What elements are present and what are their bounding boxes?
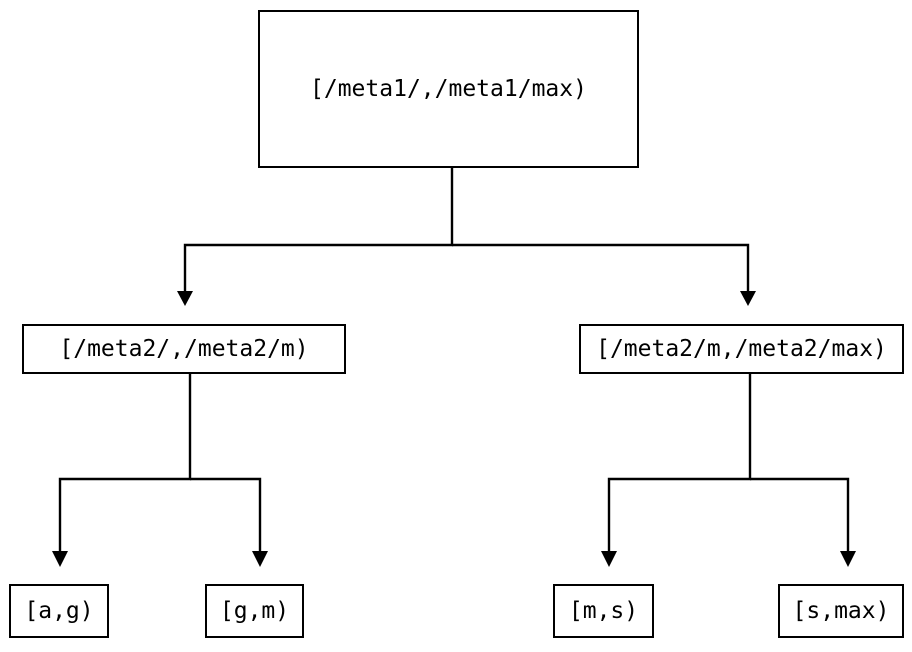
node-mid-right[interactable]: [/meta2/m,/meta2/max) bbox=[579, 324, 904, 374]
node-leaf-m-s[interactable]: [m,s) bbox=[553, 584, 654, 638]
node-root-label: [/meta1/,/meta1/max) bbox=[310, 75, 587, 102]
arrowhead-mid-left-to-leaf-a-g bbox=[52, 551, 68, 567]
arrowhead-mid-right-to-leaf-s-max bbox=[840, 551, 856, 567]
edge-root-to-mid-left bbox=[183, 168, 454, 292]
arrowhead-mid-right-to-leaf-m-s bbox=[601, 551, 617, 567]
node-leaf-s-max[interactable]: [s,max) bbox=[778, 584, 904, 638]
edge-mid-left-to-leaf-g-m bbox=[190, 477, 262, 552]
node-leaf-g-m[interactable]: [g,m) bbox=[205, 584, 304, 638]
node-leaf-g-m-label: [g,m) bbox=[219, 597, 290, 624]
node-leaf-s-max-label: [s,max) bbox=[792, 597, 890, 624]
node-leaf-m-s-label: [m,s) bbox=[568, 597, 639, 624]
node-mid-left-label: [/meta2/,/meta2/m) bbox=[59, 335, 309, 362]
edge-mid-left-to-leaf-a-g bbox=[58, 374, 192, 552]
node-mid-left[interactable]: [/meta2/,/meta2/m) bbox=[22, 324, 346, 374]
node-leaf-a-g[interactable]: [a,g) bbox=[9, 584, 109, 638]
node-leaf-a-g-label: [a,g) bbox=[24, 597, 94, 624]
arrowhead-root-to-mid-left bbox=[177, 291, 193, 306]
node-root[interactable]: [/meta1/,/meta1/max) bbox=[258, 10, 639, 168]
node-mid-right-label: [/meta2/m,/meta2/max) bbox=[596, 335, 887, 362]
edge-mid-right-to-leaf-s-max bbox=[750, 477, 850, 552]
edge-root-to-mid-right bbox=[452, 243, 750, 292]
arrowhead-mid-left-to-leaf-g-m bbox=[252, 551, 268, 567]
edge-mid-right-to-leaf-m-s bbox=[607, 374, 752, 552]
arrowhead-root-to-mid-right bbox=[740, 291, 756, 306]
